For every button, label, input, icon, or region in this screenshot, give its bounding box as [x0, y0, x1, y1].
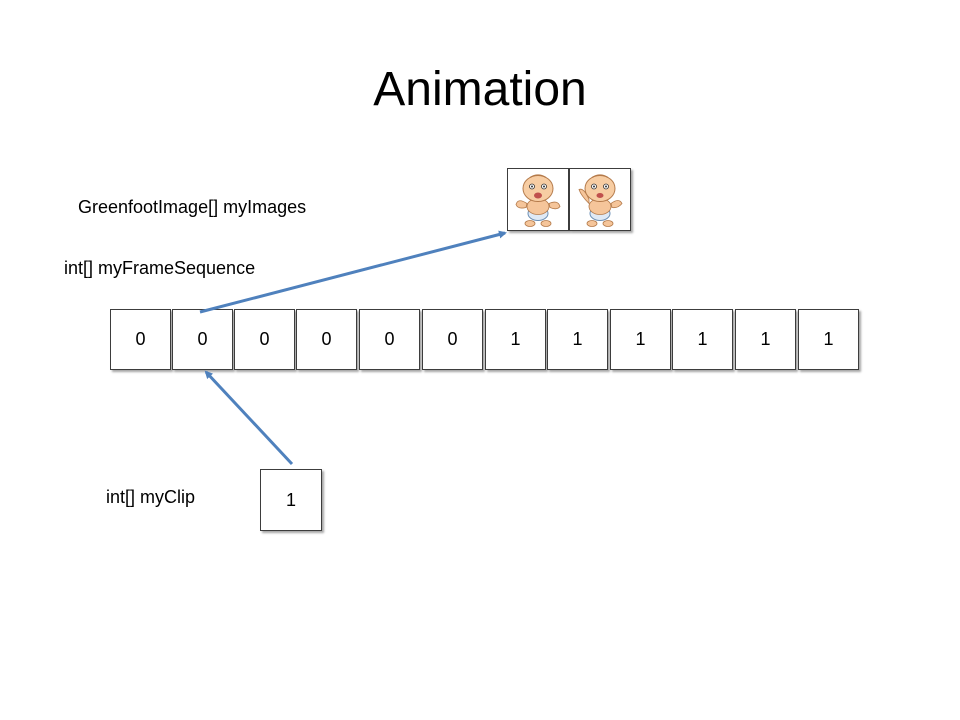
frame-sequence-cell-4: 0	[359, 309, 420, 370]
label-my-frame-sequence: int[] myFrameSequence	[64, 258, 256, 278]
baby-cartoon-icon	[515, 174, 561, 227]
baby-cartoon-icon	[578, 174, 623, 227]
image-cell-1	[569, 168, 631, 231]
label-my-clip: int[] myClip	[106, 487, 196, 507]
frame-sequence-cell-9: 1	[672, 309, 733, 370]
slide-title: Animation	[373, 63, 587, 116]
frame-sequence-cell-7: 1	[547, 309, 608, 370]
image-cell-0	[507, 168, 569, 231]
label-my-images: GreenfootImage[] myImages	[78, 197, 307, 217]
frame-sequence-cell-3: 0	[296, 309, 357, 370]
clip-cell-0: 1	[260, 469, 322, 531]
frame-sequence-cell-10: 1	[735, 309, 796, 370]
frame-sequence-cell-5: 0	[422, 309, 483, 370]
frame-sequence-cell-2: 0	[234, 309, 295, 370]
frame-sequence-cell-0: 0	[110, 309, 171, 370]
frame-sequence-cell-11: 1	[798, 309, 859, 370]
frame-sequence-cell-8: 1	[610, 309, 671, 370]
frame-sequence-cell-6: 1	[485, 309, 546, 370]
frame-sequence-cell-1: 0	[172, 309, 233, 370]
arrow-clip-to-sequence	[204, 370, 294, 466]
